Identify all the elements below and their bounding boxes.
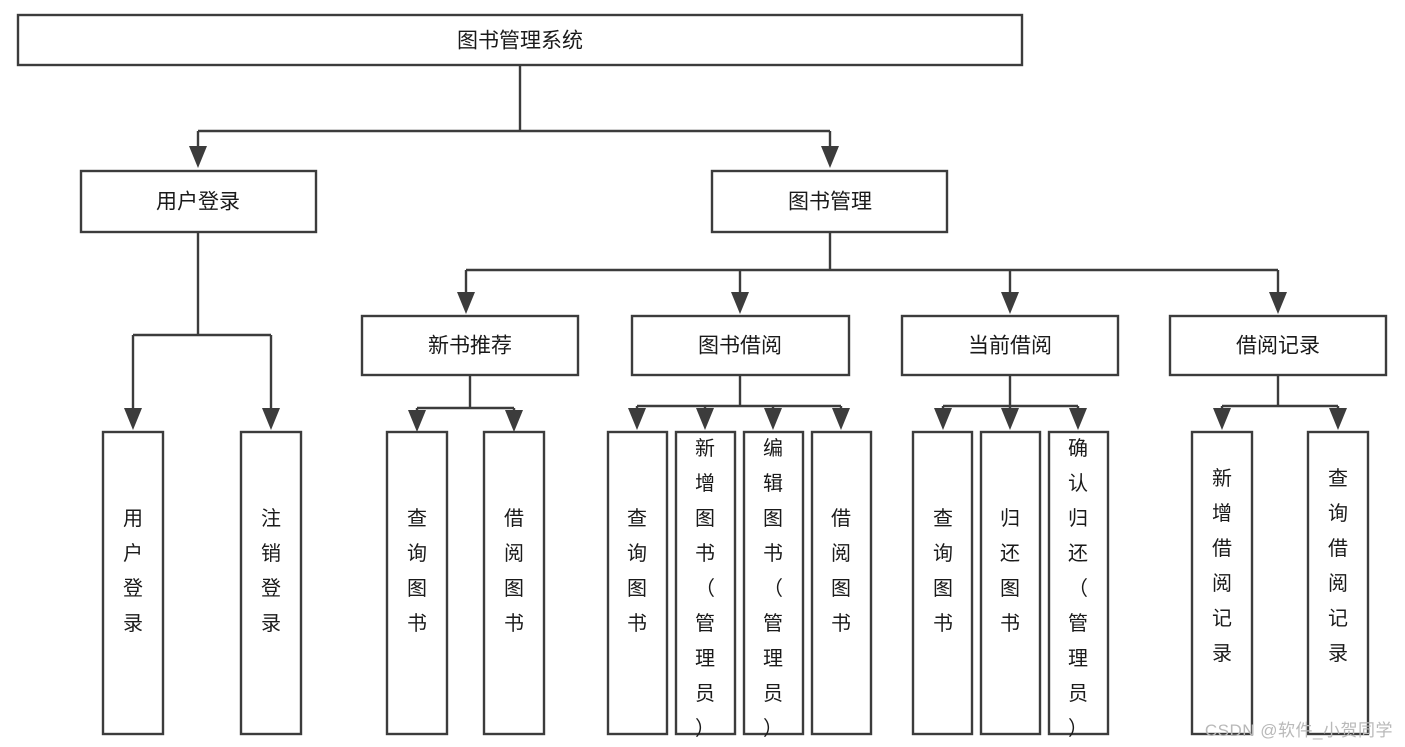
- arrow-book-borrow-leaf-1: [628, 408, 646, 430]
- arrow-to-new-book-recommend: [457, 292, 475, 314]
- arrow-to-book-mgmt: [821, 146, 839, 168]
- node-label-book-borrow: 图书借阅: [698, 335, 782, 358]
- node-label-book-management: 图书管理: [788, 191, 872, 214]
- node-label-new-book-recommend: 新书推荐: [428, 335, 512, 358]
- node-label-leaf-current-borrow-confirm: 确认归还（管理员）: [1068, 437, 1088, 740]
- node-leaf-book-borrow-query[interactable]: 查询图书: [606, 430, 669, 736]
- node-label-leaf-book-borrow-query: 查询图书: [627, 507, 647, 635]
- node-leaf-current-borrow-confirm[interactable]: 确认归还（管理员）: [1047, 430, 1110, 740]
- node-label-leaf-borrow-record-query: 查询借阅记录: [1328, 467, 1348, 665]
- arrow-user-login-leaf-1: [124, 408, 142, 430]
- node-user-login[interactable]: 用户登录: [79, 169, 318, 234]
- node-label-leaf-new-book-borrow: 借阅图书: [504, 507, 524, 635]
- node-label-current-borrow: 当前借阅: [968, 335, 1052, 358]
- node-leaf-current-borrow-query[interactable]: 查询图书: [911, 430, 974, 736]
- node-new-book-recommend[interactable]: 新书推荐: [360, 314, 580, 377]
- node-leaf-book-borrow-add[interactable]: 新增图书（管理员）: [674, 430, 737, 740]
- arrow-current-borrow-leaf-1: [934, 408, 952, 430]
- arrow-current-borrow-leaf-2: [1001, 408, 1019, 430]
- arrow-book-borrow-leaf-4: [832, 408, 850, 430]
- arrow-user-login-leaf-2: [262, 408, 280, 430]
- node-leaf-user-login-logout[interactable]: 注销登录: [239, 430, 303, 736]
- node-leaf-borrow-record-query[interactable]: 查询借阅记录: [1306, 430, 1370, 736]
- arrow-borrow-record-leaf-2: [1329, 408, 1347, 430]
- node-book-borrow[interactable]: 图书借阅: [630, 314, 851, 377]
- arrow-book-borrow-leaf-2: [696, 408, 714, 430]
- arrow-to-user-login: [189, 146, 207, 168]
- arrow-new-book-leaf-2: [505, 410, 523, 432]
- node-label-leaf-new-book-query: 查询图书: [407, 507, 427, 635]
- node-label-leaf-book-borrow-edit: 编辑图书（管理员）: [763, 437, 783, 740]
- arrow-book-borrow-leaf-3: [764, 408, 782, 430]
- node-leaf-book-borrow-borrow[interactable]: 借阅图书: [810, 430, 873, 736]
- node-label-leaf-user-login-logout: 注销登录: [261, 507, 281, 635]
- node-leaf-new-book-query[interactable]: 查询图书: [385, 430, 449, 736]
- node-leaf-current-borrow-return[interactable]: 归还图书: [979, 430, 1042, 736]
- node-leaf-user-login-login[interactable]: 用户登录: [101, 430, 165, 736]
- node-book-management[interactable]: 图书管理: [710, 169, 949, 234]
- node-label-root-system: 图书管理系统: [457, 30, 583, 53]
- node-root-system[interactable]: 图书管理系统: [16, 13, 1024, 67]
- node-label-user-login: 用户登录: [156, 191, 240, 214]
- node-label-leaf-book-borrow-add: 新增图书（管理员）: [695, 437, 715, 740]
- arrow-new-book-leaf-1: [408, 410, 426, 432]
- node-label-leaf-current-borrow-query: 查询图书: [933, 507, 953, 635]
- arrow-current-borrow-leaf-3: [1069, 408, 1087, 430]
- node-leaf-new-book-borrow[interactable]: 借阅图书: [482, 430, 546, 736]
- node-label-borrow-record: 借阅记录: [1236, 335, 1320, 358]
- node-leaf-book-borrow-edit[interactable]: 编辑图书（管理员）: [742, 430, 805, 740]
- node-borrow-record[interactable]: 借阅记录: [1168, 314, 1388, 377]
- node-leaf-borrow-record-add[interactable]: 新增借阅记录: [1190, 430, 1254, 736]
- node-label-leaf-current-borrow-return: 归还图书: [1000, 507, 1020, 635]
- arrow-borrow-record-leaf-1: [1213, 408, 1231, 430]
- arrow-to-borrow-record: [1269, 292, 1287, 314]
- node-current-borrow[interactable]: 当前借阅: [900, 314, 1120, 377]
- connector-layer: [124, 65, 1347, 432]
- node-label-leaf-user-login-login: 用户登录: [123, 508, 143, 635]
- node-label-leaf-borrow-record-add: 新增借阅记录: [1212, 467, 1232, 665]
- node-label-leaf-book-borrow-borrow: 借阅图书: [831, 507, 851, 635]
- arrow-to-current-borrow: [1001, 292, 1019, 314]
- arrow-to-book-borrow: [731, 292, 749, 314]
